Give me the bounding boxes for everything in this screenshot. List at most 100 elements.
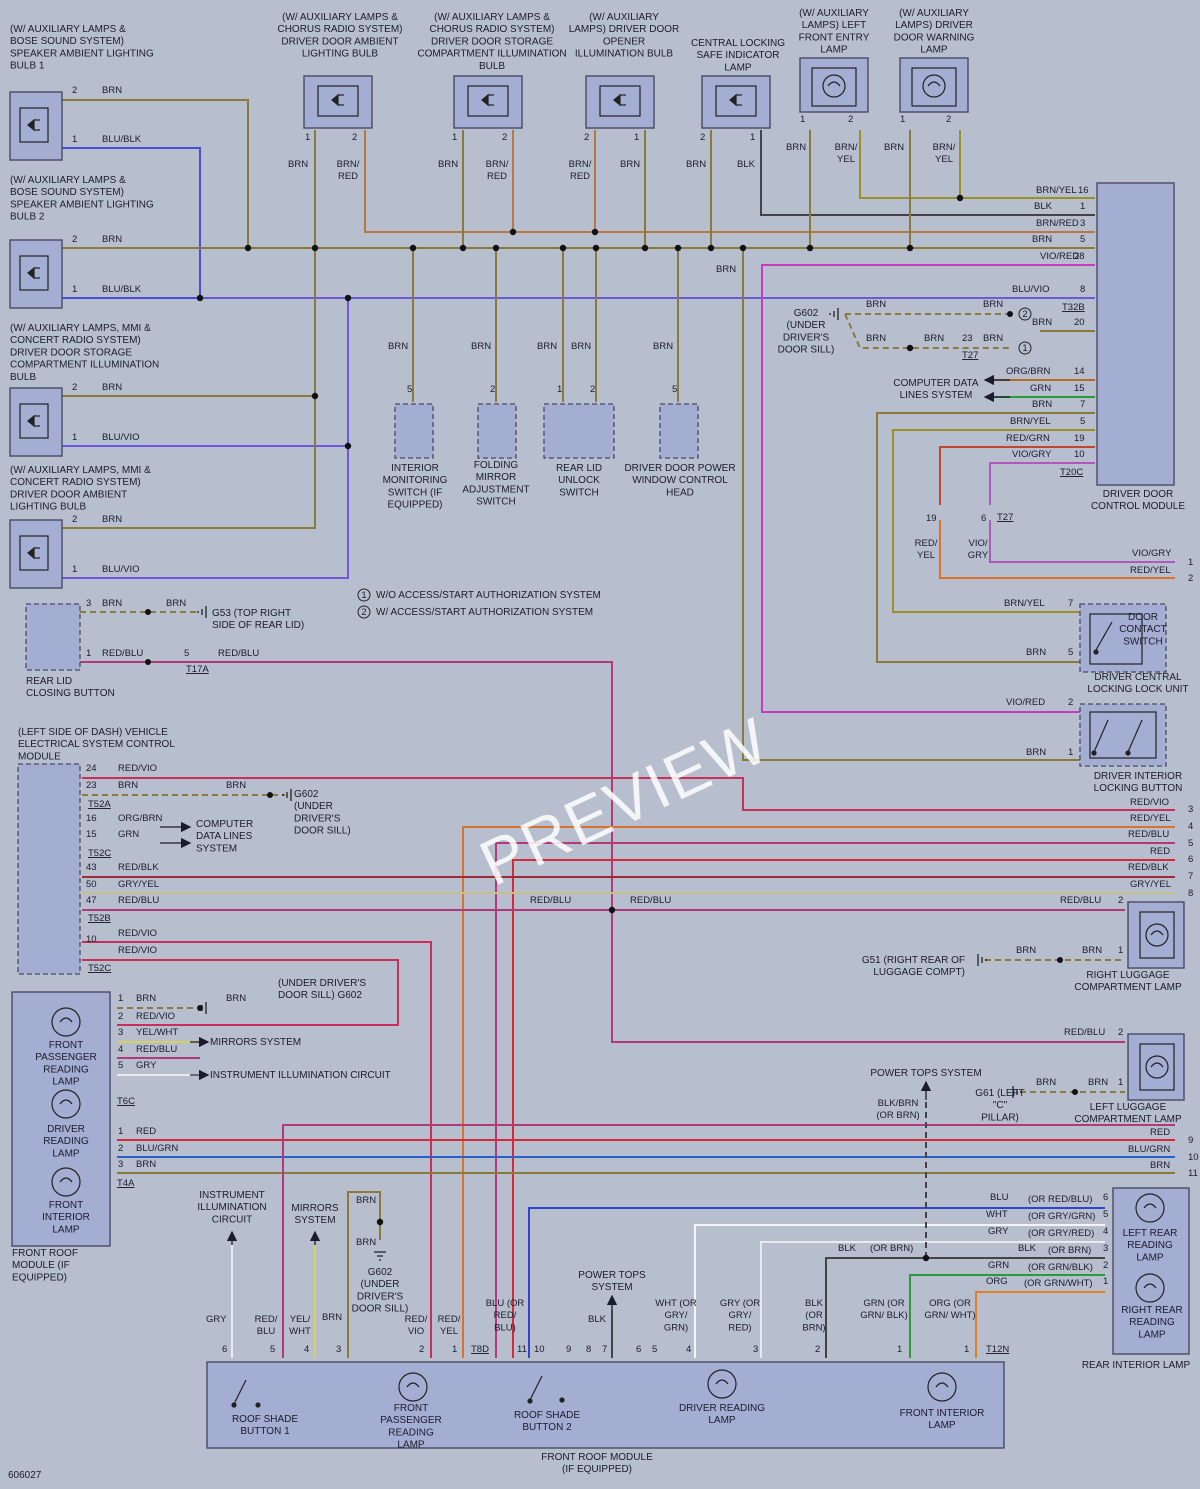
wire-color-label: BRN	[118, 780, 138, 791]
wire-color-label: BRN	[620, 159, 640, 170]
wire-color-label: RED/BLU	[136, 1044, 177, 1055]
pin-number: 6	[981, 513, 986, 524]
switch-box	[394, 403, 434, 459]
component-label: 606027	[8, 1470, 42, 1481]
pin-number: 9	[566, 1344, 571, 1355]
wire-color-label: GRY	[206, 1314, 227, 1325]
wire-color-label: BRN	[983, 333, 1003, 344]
lamp-icon	[911, 67, 957, 107]
pin-number: 2	[419, 1344, 424, 1355]
wire-gry	[760, 1241, 1105, 1358]
component-label: (W/ AUXILIARY LAMPS &BOSE SOUND SYSTEM)S…	[10, 24, 154, 72]
switch-box	[477, 403, 517, 459]
wire-color-label: BLU	[990, 1192, 1009, 1203]
wire-color-label: BRN	[786, 142, 806, 153]
lamp-icon	[51, 1167, 81, 1197]
wire-color-label: RED/GRN	[1006, 433, 1050, 444]
lamp-icon	[1135, 1193, 1165, 1223]
pin-number: 1	[1068, 747, 1073, 758]
pin-number: 1	[1103, 1276, 1108, 1287]
wire-red-blu	[282, 1124, 1175, 1358]
wire-color-label: RED/BLK	[1128, 862, 1169, 873]
switch-box	[659, 403, 699, 459]
wire-color-label: RED/BLU	[630, 895, 671, 906]
pin-number: 2	[118, 1011, 123, 1022]
pin-number: 4	[304, 1344, 309, 1355]
switch-icon	[1089, 711, 1157, 759]
pin-number: 5	[407, 384, 412, 395]
pin-number: 1	[557, 384, 562, 395]
wire-color-label: RED/BLK	[118, 862, 159, 873]
wire-blu	[528, 1207, 1105, 1358]
component-label: INSTRUMENT ILLUMINATION CIRCUIT	[210, 1070, 391, 1081]
wire-color-label: BRN	[716, 264, 736, 275]
pin-number: 1	[72, 134, 77, 145]
note-marker	[357, 605, 371, 619]
wire-color-label: RED/VIO	[118, 763, 157, 774]
wire-color-label: BRN	[571, 341, 591, 352]
pin-number: 2	[584, 132, 589, 143]
wire-brn-yel	[859, 130, 1095, 199]
component-label: FRONT ROOF MODULE(IF EQUIPPED)	[541, 1452, 653, 1475]
lamp-icon	[707, 1369, 737, 1399]
pin-number: 3	[753, 1344, 758, 1355]
wire-color-label: BLK	[588, 1314, 607, 1325]
wire-color-label: RED/BLU	[255, 1314, 278, 1337]
component-label: (W/ AUXILIARY LAMPS, MMI &CONCERT RADIO …	[10, 465, 151, 513]
wire-brn-yel	[892, 429, 1095, 613]
pin-number: 5	[1068, 647, 1073, 658]
component-label: 1	[361, 590, 366, 601]
wire-color-label: BRN	[136, 1159, 156, 1170]
wire-color-label: RED/YEL	[915, 538, 938, 561]
pin-number: 1	[900, 114, 905, 125]
pin-number: 1	[72, 432, 77, 443]
connector-label: T52C	[88, 963, 111, 974]
wire-color-label: BRN	[471, 341, 491, 352]
wire-brn	[347, 1191, 381, 1358]
note-marker	[1018, 307, 1032, 321]
connector-label: T27	[997, 512, 1013, 523]
component-boxes	[9, 57, 1190, 1449]
bulb-box	[9, 519, 63, 589]
wire-color-label: BRN	[1032, 399, 1052, 410]
lamp-icon	[1139, 911, 1175, 959]
wire-color-label: BRN	[102, 85, 122, 96]
pin-number: 1	[1118, 945, 1123, 956]
connector-label: T12N	[986, 1344, 1009, 1355]
connector-label: T4A	[117, 1178, 135, 1189]
pin-number: 2	[72, 382, 77, 393]
wire-color-label: BRN	[1150, 1160, 1170, 1171]
bulb-icon	[19, 535, 49, 571]
wire-color-label: BLU/VIO	[102, 432, 140, 443]
pin-number: 2	[118, 1143, 123, 1154]
pin-number: 4	[1103, 1226, 1108, 1237]
pin-number: 2	[1188, 573, 1193, 584]
wire-color-label: BLK/BRN(OR BRN)	[876, 1098, 919, 1121]
connector-label: T52C	[88, 848, 111, 859]
note-marker	[1018, 341, 1032, 355]
wire-color-label: YEL/WHT	[289, 1314, 311, 1337]
component-label: 1	[1022, 343, 1027, 354]
component-label: (W/ AUXILIARY LAMPS &BOSE SOUND SYSTEM)S…	[10, 175, 154, 223]
pin-number: 20	[1074, 317, 1085, 328]
switch-icon	[527, 1375, 565, 1404]
wire-color-label: ORG	[986, 1276, 1008, 1287]
wire-color-label: VIO/GRY	[968, 538, 989, 561]
wire-wht	[694, 1224, 1105, 1358]
pin-number: 9	[1188, 1135, 1193, 1146]
wire-color-label: BRN	[884, 142, 904, 153]
wire-color-label: VIO/RED	[1040, 251, 1079, 262]
pin-number: 5	[1080, 234, 1085, 245]
watermark: PREVIEW	[469, 704, 780, 900]
wire-color-label: BRN	[136, 993, 156, 1004]
pin-number: 4	[686, 1344, 691, 1355]
wire-red-yel	[462, 826, 1175, 1358]
pin-number: 1	[305, 132, 310, 143]
